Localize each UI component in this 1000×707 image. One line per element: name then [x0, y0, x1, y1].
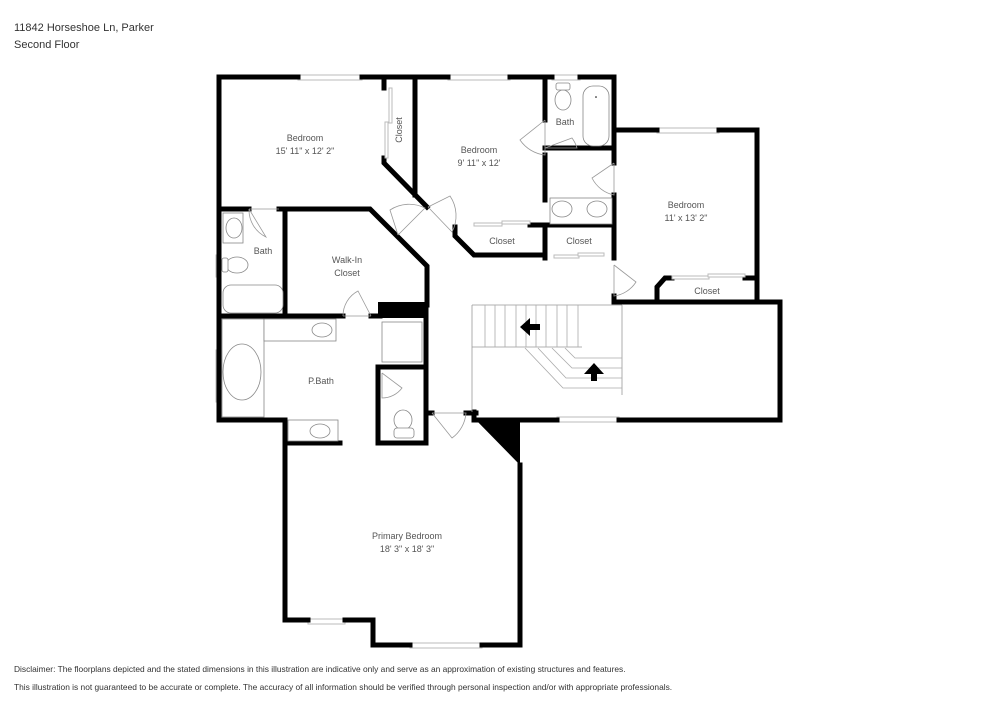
room-name: Bedroom — [461, 145, 498, 155]
room-name: Bedroom — [287, 133, 324, 143]
property-address: 11842 Horseshoe Ln, Parker — [14, 22, 154, 34]
room-name: Closet — [694, 286, 720, 296]
room-dims: 11' x 13' 2" — [665, 213, 708, 223]
room-labels: Bedroom 15' 11" x 12' 2" Closet Bedroom … — [254, 117, 721, 554]
room-dims: 9' 11" x 12' — [458, 158, 501, 168]
stairs[interactable] — [471, 304, 623, 412]
room-name: Closet — [394, 117, 404, 143]
room-name: P.Bath — [308, 376, 334, 386]
room-name: Primary Bedroom — [372, 531, 442, 541]
room-name: Bath — [556, 117, 575, 127]
fixtures — [221, 82, 613, 442]
doors — [248, 87, 746, 439]
room-dims: 15' 11" x 12' 2" — [276, 146, 335, 156]
arrow-up-icon — [584, 363, 604, 381]
disclaimer-line-2: This illustration is not guaranteed to b… — [14, 682, 673, 692]
floor-label: Second Floor — [14, 39, 80, 51]
room-name: Bedroom — [668, 200, 705, 210]
room-name: Closet — [489, 236, 515, 246]
room-name: Closet — [334, 268, 360, 278]
room-name: Bath — [254, 246, 273, 256]
room-name: Closet — [566, 236, 592, 246]
room-name: Walk-In — [332, 255, 362, 265]
disclaimer-line-1: Disclaimer: The floorplans depicted and … — [14, 664, 626, 674]
arrow-left-icon — [520, 318, 540, 336]
walls — [216, 74, 783, 648]
room-dims: 18' 3" x 18' 3" — [380, 544, 434, 554]
